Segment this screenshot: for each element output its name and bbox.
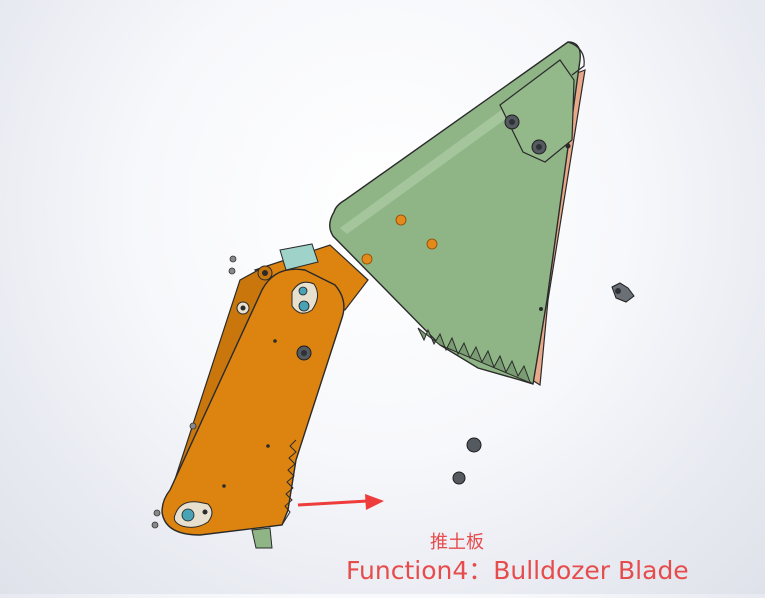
hex-bolt-icon <box>452 471 466 485</box>
blade-rim <box>567 41 585 76</box>
arm-serration <box>281 439 297 526</box>
blade-bracket <box>499 59 575 163</box>
arm-body <box>161 268 345 536</box>
hex-bolt-icon <box>611 282 635 303</box>
blade-teeth <box>417 327 534 385</box>
blade-assembly <box>329 41 586 387</box>
pivot-boss <box>291 281 318 314</box>
loose-fasteners <box>151 255 635 529</box>
hex-bolt-icon <box>466 437 482 453</box>
pivot-pin <box>181 508 195 522</box>
caption-english: Function4：Bulldozer Blade <box>346 556 689 585</box>
hydraulic-fitting <box>279 243 319 271</box>
arrow-right-icon <box>297 494 384 510</box>
caption-chinese: 推土板 <box>430 532 484 553</box>
mount-hole <box>361 253 373 265</box>
arm-assembly <box>161 243 369 549</box>
mount-hole <box>426 238 438 250</box>
mount-hole <box>395 214 407 226</box>
bottom-bracket <box>251 527 273 549</box>
